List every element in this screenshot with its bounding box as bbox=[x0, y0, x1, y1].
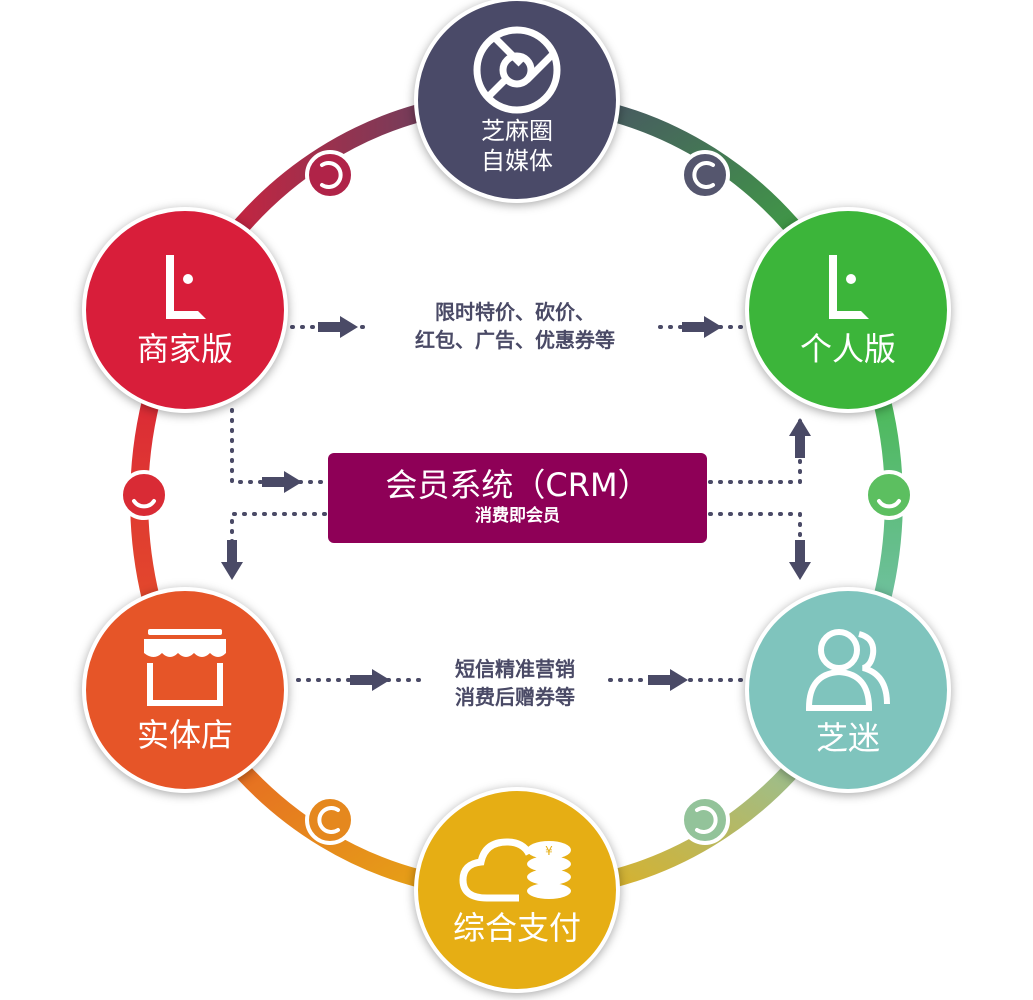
node-zhimaquan-media[interactable]: 芝麻圈 自媒体 bbox=[414, 0, 620, 203]
arrow-right-icon bbox=[648, 669, 688, 691]
crm-subtitle: 消费即会员 bbox=[475, 506, 560, 526]
aperture-icon bbox=[473, 26, 561, 114]
arrow-right-icon bbox=[318, 316, 358, 338]
node-label: 自媒体 bbox=[481, 147, 553, 175]
arrow-right-icon bbox=[350, 669, 390, 691]
arrow-up-icon bbox=[789, 418, 811, 458]
node-label: 实体店 bbox=[136, 716, 233, 754]
arrow-down-icon bbox=[221, 540, 243, 580]
node-fans[interactable]: 芝迷 bbox=[745, 587, 951, 793]
node-label: 综合支付 bbox=[452, 909, 581, 947]
ring-joint bbox=[680, 150, 730, 200]
node-label: 个人版 bbox=[799, 330, 896, 368]
arrow-down-icon bbox=[789, 540, 811, 580]
node-payment[interactable]: ¥ 综合支付 bbox=[414, 787, 620, 993]
crm-box[interactable]: 会员系统（CRM） 消费即会员 bbox=[328, 453, 707, 543]
node-merchant[interactable]: 商家版 bbox=[82, 207, 288, 413]
note-line: 限时特价、砍价、 bbox=[435, 300, 595, 324]
logo-l-icon bbox=[166, 255, 206, 319]
node-label: 商家版 bbox=[136, 330, 233, 368]
ring-joint bbox=[119, 470, 169, 520]
crm-title: 会员系统（CRM） bbox=[385, 466, 650, 504]
ring-joint bbox=[864, 470, 914, 520]
ring-joint bbox=[305, 150, 355, 200]
node-label: 芝麻圈 bbox=[481, 117, 553, 145]
users-icon bbox=[805, 629, 890, 711]
storefront-icon bbox=[144, 629, 226, 706]
node-personal[interactable]: 个人版 bbox=[745, 207, 951, 413]
arrow-right-icon bbox=[262, 471, 302, 493]
note-line: 红包、广告、优惠券等 bbox=[415, 328, 615, 352]
promo-note: 限时特价、砍价、 红包、广告、优惠券等 bbox=[370, 298, 660, 354]
ring-joint bbox=[305, 795, 355, 845]
node-physical-store[interactable]: 实体店 bbox=[82, 587, 288, 793]
arrow-right-icon bbox=[682, 316, 722, 338]
cloud-coins-icon: ¥ bbox=[459, 838, 571, 902]
note-line: 消费后赠券等 bbox=[455, 685, 575, 709]
note-line: 短信精准营销 bbox=[455, 657, 575, 681]
arrow-heads bbox=[221, 316, 811, 691]
svg-text:¥: ¥ bbox=[545, 844, 553, 858]
ring-joint bbox=[680, 795, 730, 845]
sms-note: 短信精准营销 消费后赠券等 bbox=[420, 655, 610, 711]
node-label: 芝迷 bbox=[815, 719, 880, 757]
logo-l-icon bbox=[829, 255, 869, 319]
